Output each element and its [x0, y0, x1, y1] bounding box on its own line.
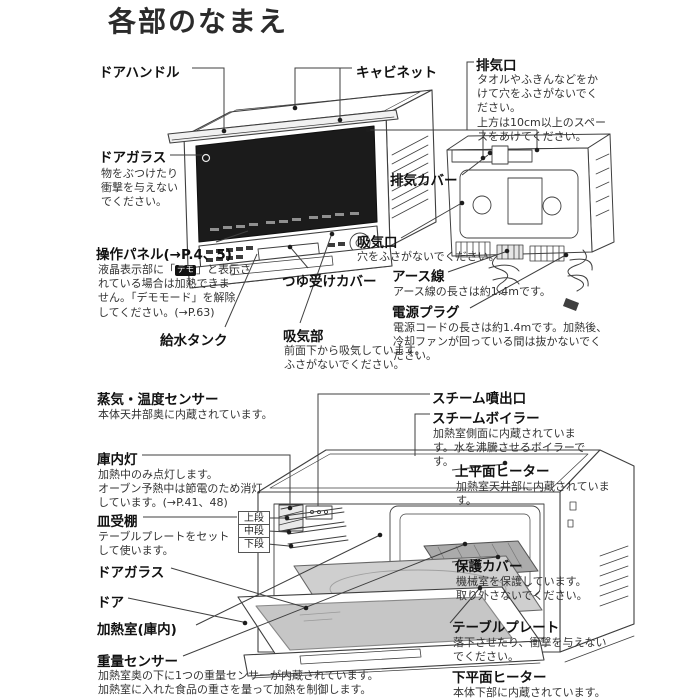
- label-water-tank: 給水タンク: [160, 333, 228, 349]
- door-handle-slot: [299, 648, 422, 665]
- label-door-glass: ドアガラス: [99, 150, 167, 166]
- desc-power-plug: 電源コードの長さは約1.4mです。加熱後、 冷却ファンが回っている間は抜かないで…: [393, 321, 608, 363]
- callout-exhaust-port: [370, 61, 538, 156]
- desc-oven-light: 加熱中のみ点灯します。 オーブン予熱中は節電のため消灯 しています。(→P.41…: [98, 468, 263, 510]
- desc-earth-wire: アース線の長さは約1.4mです。: [393, 285, 551, 298]
- callout-table-plate: [449, 588, 480, 624]
- callout-dots: [221, 105, 569, 626]
- desc-steam-boiler: 加熱室側面に内蔵されていま す。水を沸騰させるボイラーで す。: [433, 427, 586, 469]
- back-bottom-vents: [455, 241, 565, 262]
- door-glass-dark: [195, 125, 378, 243]
- label-heating-chamber: 加熱室(庫内): [97, 622, 177, 638]
- label-drip-cover: つゆ受けカバー: [282, 274, 377, 290]
- label-upper-heater: 上平面ヒーター: [455, 464, 550, 480]
- callout-intake-area: [299, 235, 332, 324]
- label-shelf: 皿受棚: [97, 514, 138, 530]
- desc-shelf: テーブルプレートをセット して使います。: [98, 530, 230, 558]
- panel-buttons: [206, 242, 345, 262]
- label-door-glass-bottom: ドアガラス: [97, 565, 165, 581]
- display-marks: [210, 212, 359, 231]
- callout-oven-light: [142, 454, 291, 505]
- desc-table-plate: 落下させたり、衝撃を与えない でください。: [453, 636, 607, 664]
- desc-lower-heater: 本体下部に内蔵されています。: [453, 686, 606, 699]
- desc-control-panel: 液晶表示部に「デモ」と表示さ れている場合は加熱できま せん。「デモモード」を解…: [98, 263, 283, 320]
- back-view-oven: [446, 133, 615, 311]
- label-steam-boiler: スチームボイラー: [432, 411, 540, 427]
- power-plug-tip: [563, 298, 579, 311]
- side-vent-slots: [391, 135, 429, 219]
- callout-lines: [127, 61, 565, 657]
- desc-upper-heater: 加熱室天井部に内蔵されていま す。: [456, 480, 610, 508]
- callout-door: [127, 597, 244, 623]
- callout-steam-boiler: [414, 413, 430, 456]
- callout-upper-heater: [451, 463, 506, 471]
- label-earth-wire: アース線: [392, 269, 445, 285]
- label-steam-temp-sensor: 蒸気・温度センサー: [97, 392, 219, 408]
- callout-control-panel: [215, 230, 249, 243]
- desc-exhaust-port: タオルやふきんなどをか けて穴をふさがないでく ださい。 上方は10cm以上のス…: [477, 73, 606, 143]
- callout-heating-chamber: [195, 535, 379, 626]
- desc-control-panel-pre: 液晶表示部に「: [98, 263, 175, 276]
- callout-water-tank: [224, 253, 258, 328]
- door-glass-pane: [255, 596, 513, 651]
- callout-weight-sensor: [182, 544, 464, 657]
- label-steam-outlet: スチーム噴出口: [432, 391, 527, 407]
- shelf-level-lower: 下段: [238, 537, 270, 553]
- base-slot: [229, 255, 334, 276]
- back-oven-right-face: [587, 133, 615, 253]
- desc-protective-cover: 機械室を保護しています。 取り外さないでください。: [456, 575, 588, 603]
- desc-steam-temp-sensor: 本体天井部奥に内蔵されています。: [98, 408, 273, 421]
- desc-control-panel-post: 」と表示さ れている場合は加熱できま せん。「デモモード」を解除 してください。…: [98, 263, 252, 319]
- label-power-plug: 電源プラグ: [392, 305, 460, 321]
- label-exhaust-cover: 排気カバー: [390, 173, 458, 189]
- callout-steam-outlet: [317, 393, 430, 506]
- callout-door-handle: [192, 67, 225, 129]
- label-control-panel: 操作パネル(→P.4、5): [96, 247, 232, 263]
- label-cabinet: キャビネット: [356, 65, 437, 81]
- label-lower-heater: 下平面ヒーター: [452, 670, 547, 686]
- callout-door-glass-bottom: [170, 567, 305, 608]
- callout-power-plug: [469, 255, 565, 309]
- callout-shelf: [143, 516, 290, 547]
- page-title: 各部のなまえ: [108, 5, 289, 38]
- door-glass-marker-ring: [201, 153, 211, 163]
- earth-cord: [488, 255, 520, 296]
- steam-outlet-part: [305, 505, 333, 520]
- callout-protective-cover: [451, 556, 498, 563]
- label-weight-sensor: 重量センサー: [97, 654, 178, 670]
- label-door-handle: ドアハンドル: [99, 65, 180, 81]
- label-door: ドア: [97, 595, 124, 611]
- label-protective-cover: 保護カバー: [455, 559, 523, 575]
- desc-intake-port: 穴をふさがないでください。: [357, 250, 500, 263]
- power-cord: [567, 249, 593, 292]
- desc-intake-area: 前面下から吸気しています。 ふさがないでください。: [284, 344, 426, 372]
- label-intake-area: 吸気部: [283, 329, 324, 345]
- demo-mode-badge: デモ: [175, 265, 197, 276]
- label-oven-light: 庫内灯: [97, 452, 138, 468]
- label-table-plate: テーブルプレート: [452, 620, 560, 636]
- callout-intake-port: [400, 203, 461, 239]
- callout-drip-cover: [290, 247, 309, 269]
- desc-door-glass: 物をぶつけたり 衝撃を与えない でください。: [101, 167, 178, 209]
- callout-earth-wire: [447, 251, 506, 273]
- back-oven-back-face: [446, 147, 593, 257]
- label-intake-port: 吸気口: [357, 235, 398, 251]
- desc-weight-sensor: 加熱室奥の下に1つの重量センサーが内蔵されています。 加熱室に入れた食品の重さを…: [98, 669, 379, 697]
- callout-cabinet: [294, 67, 352, 118]
- shelf-rails: [283, 507, 349, 549]
- label-exhaust-port: 排気口: [476, 58, 517, 74]
